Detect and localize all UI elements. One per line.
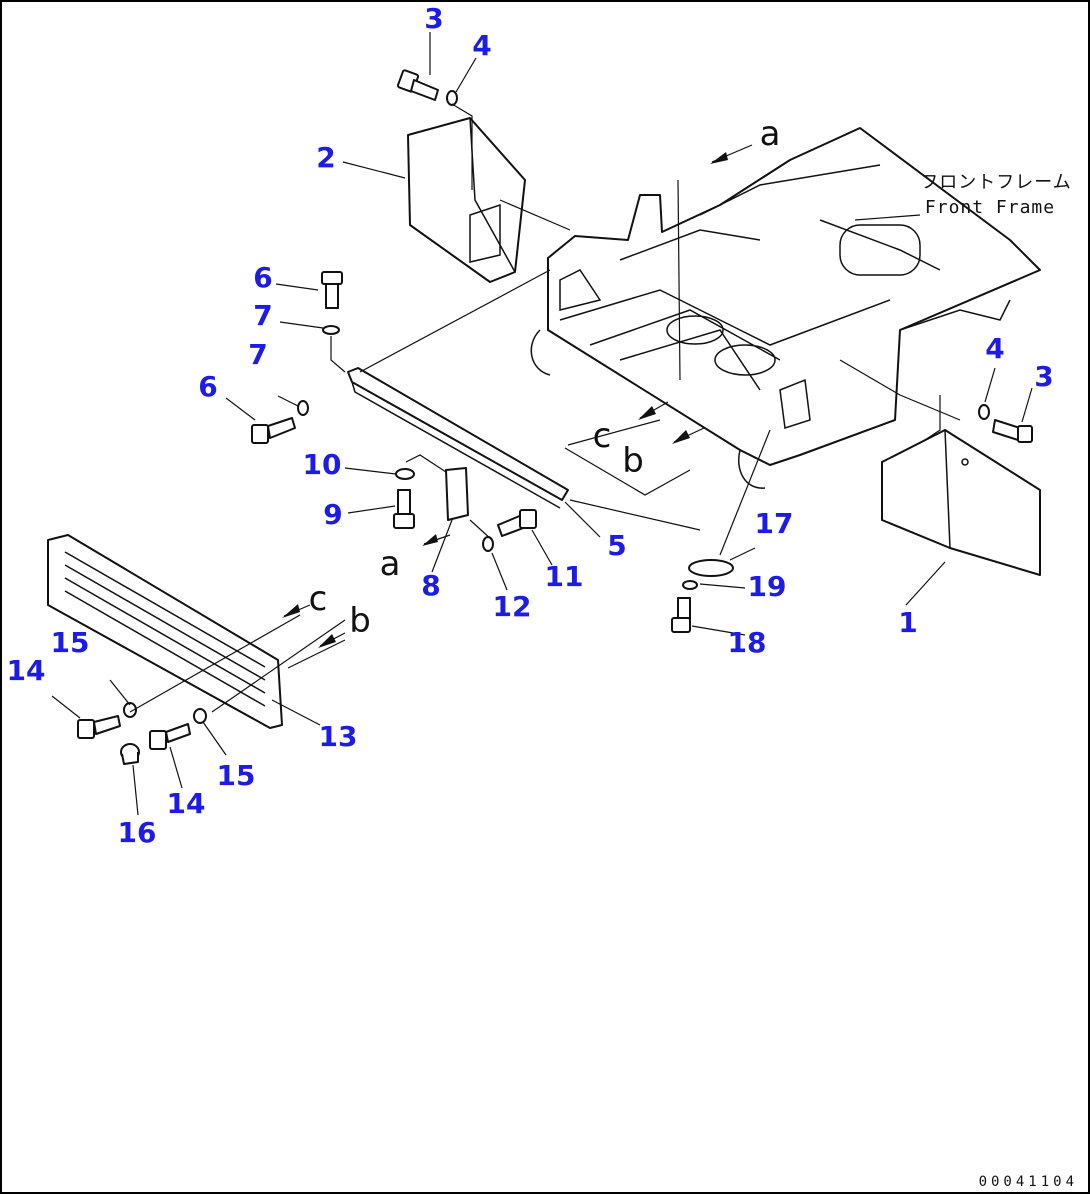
front-frame — [530, 127, 1041, 489]
callout-7-lower: 7 — [248, 338, 267, 371]
bolt-14-left — [77, 715, 121, 739]
bolt-14-right — [149, 723, 191, 750]
part-19-washer — [682, 580, 698, 590]
callout-14-left: 14 — [7, 654, 46, 687]
washer-4-right — [978, 404, 990, 420]
reference-arrows — [282, 144, 753, 648]
washer-15-left — [123, 702, 137, 718]
bolt-6-vertical — [321, 271, 343, 309]
callout-7-upper: 7 — [253, 299, 272, 332]
reference-letters: a a c b c b — [309, 114, 781, 641]
drawing-code: 00041104 — [979, 1174, 1078, 1190]
callout-12: 12 — [493, 590, 532, 623]
callout-numbers: 3 4 2 6 7 7 6 10 9 8 12 11 5 17 19 18 1 … — [7, 2, 1054, 849]
callout-6-lower: 6 — [198, 370, 217, 403]
callout-19: 19 — [748, 570, 787, 603]
bolt-3-right — [992, 419, 1033, 443]
ref-b-frame: b — [622, 441, 644, 481]
callout-14-right: 14 — [167, 787, 206, 820]
bolt-3-upper — [396, 69, 439, 101]
callout-16: 16 — [118, 816, 157, 849]
callout-4-upper: 4 — [472, 29, 491, 62]
cap-16 — [120, 743, 140, 765]
washer-7-upper — [322, 325, 340, 335]
callout-3-right: 3 — [1034, 360, 1053, 393]
ref-c-frame: c — [593, 416, 612, 456]
callout-13: 13 — [319, 720, 358, 753]
washer-7-lower — [297, 400, 309, 416]
front-frame-label-jp: フロントフレーム — [920, 172, 1071, 193]
callout-1: 1 — [898, 606, 917, 639]
leader-lines — [51, 32, 1033, 816]
bolt-11 — [497, 509, 537, 537]
callout-4-right: 4 — [985, 332, 1004, 365]
part-17-plate — [688, 559, 734, 577]
callout-15-right: 15 — [217, 759, 256, 792]
ref-c-grille: c — [309, 579, 328, 619]
callout-8: 8 — [421, 569, 440, 602]
callout-11: 11 — [545, 560, 584, 593]
callout-9: 9 — [323, 498, 342, 531]
part-5-crossbar — [347, 367, 569, 509]
part-2-cover — [407, 117, 526, 283]
ref-a-upper: a — [760, 114, 781, 154]
ref-b-grille: b — [349, 601, 371, 641]
bolt-6-horizontal — [251, 417, 296, 444]
callout-18: 18 — [728, 626, 767, 659]
front-frame-label: フロントフレーム Front Frame — [854, 172, 1071, 221]
callout-10: 10 — [303, 448, 342, 481]
part-13-grille — [47, 534, 283, 729]
part-8-bracket — [445, 467, 469, 521]
callout-6-upper: 6 — [253, 261, 272, 294]
ref-a-lower: a — [380, 544, 401, 584]
callout-17: 17 — [755, 507, 794, 540]
washer-10 — [395, 468, 415, 480]
bolt-18 — [671, 597, 691, 633]
bolt-9 — [393, 489, 415, 529]
part-1-cover — [881, 429, 1041, 576]
callout-3-upper: 3 — [424, 2, 443, 35]
callout-5: 5 — [607, 529, 626, 562]
callout-2: 2 — [316, 141, 335, 174]
front-frame-label-en: Front Frame — [925, 197, 1055, 218]
washer-15-right — [193, 708, 207, 724]
washer-4-upper — [446, 90, 458, 106]
callout-15-left: 15 — [51, 626, 90, 659]
